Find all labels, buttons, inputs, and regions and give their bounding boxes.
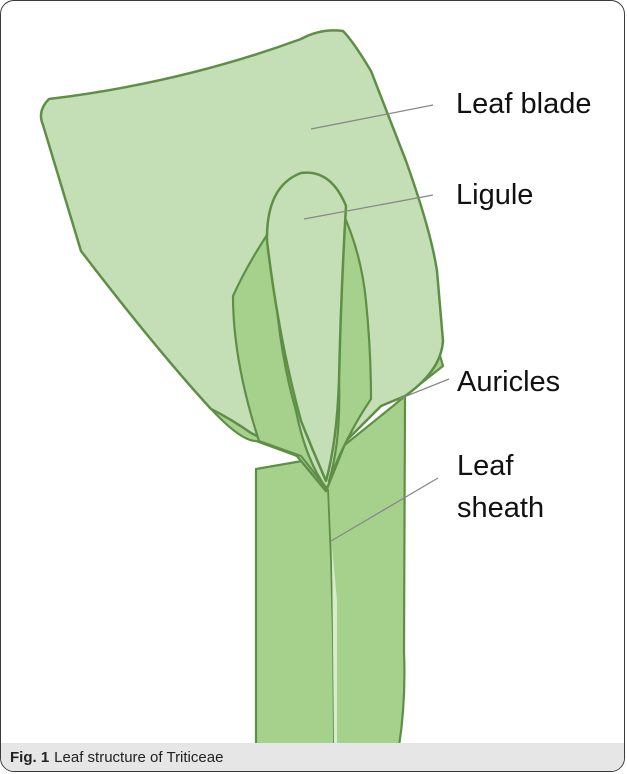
label-leaf-blade: Leaf blade <box>456 86 591 122</box>
label-leaf-sheath-line2: sheath <box>457 490 544 526</box>
figure-caption: Fig. 1 Leaf structure of Triticeae <box>1 743 624 771</box>
caption-label: Fig. 1 <box>10 749 49 766</box>
caption-text: Leaf structure of Triticeae <box>54 749 223 766</box>
label-leaf-sheath-line1: Leaf <box>457 448 513 484</box>
label-ligule: Ligule <box>456 177 533 213</box>
label-auricles: Auricles <box>457 364 560 400</box>
